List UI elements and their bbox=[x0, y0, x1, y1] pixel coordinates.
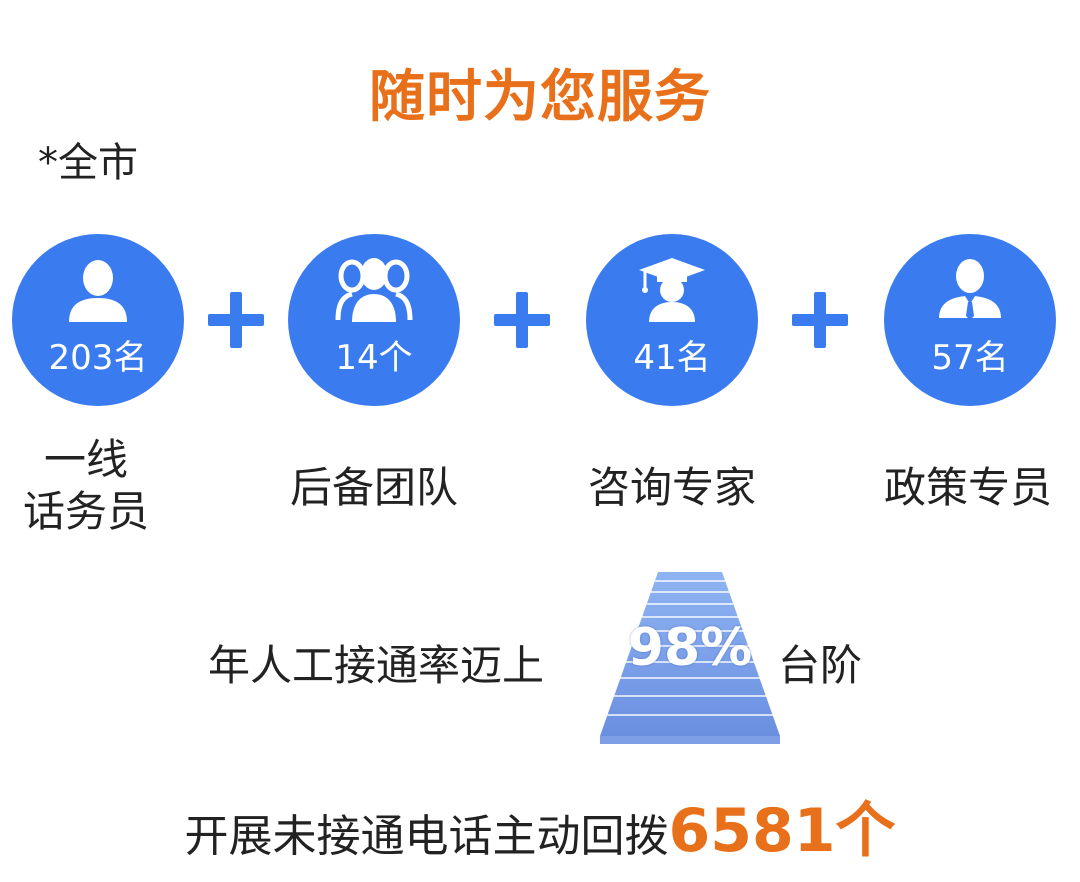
plus-icon bbox=[792, 292, 848, 348]
policy-officers-label: 政策专员 bbox=[883, 463, 1052, 512]
official-icon bbox=[939, 259, 1001, 320]
callback-count: 6581个 bbox=[668, 796, 896, 866]
policy-officers-count: 57名 bbox=[931, 338, 1009, 378]
operators-label: 一线 话务员 bbox=[0, 434, 172, 538]
graduate-icon bbox=[639, 258, 705, 322]
operators-label-line1: 一线 bbox=[43, 435, 128, 484]
page-title: 随时为您服务 bbox=[369, 65, 711, 130]
experts-circle: 41名 bbox=[586, 234, 758, 406]
plus-icon bbox=[208, 292, 264, 348]
rate-value: 98% bbox=[627, 618, 753, 678]
experts-label: 咨询专家 bbox=[587, 463, 756, 512]
operators-circle: 203名 bbox=[12, 234, 184, 406]
callback-stat: 开展未接通电话主动回拨6581个 bbox=[0, 782, 1080, 869]
group-icon bbox=[335, 258, 413, 322]
stairs-icon bbox=[600, 572, 780, 744]
backup-team-circle: 14个 bbox=[288, 234, 460, 406]
backup-team-label: 后备团队 bbox=[289, 463, 458, 512]
rate-suffix: 台阶 bbox=[778, 641, 863, 690]
callback-text: 开展未接通电话主动回拨 bbox=[184, 811, 669, 862]
operators-label-line2: 话务员 bbox=[22, 487, 149, 536]
policy-officers-circle: 57名 bbox=[884, 234, 1056, 406]
backup-team-count: 14个 bbox=[335, 338, 413, 378]
person-icon bbox=[69, 260, 127, 322]
rate-prefix: 年人工接通率迈上 bbox=[208, 641, 545, 690]
scope-label: *全市 bbox=[38, 140, 138, 186]
operators-count: 203名 bbox=[48, 338, 148, 378]
plus-icon bbox=[494, 292, 550, 348]
experts-count: 41名 bbox=[633, 338, 711, 378]
